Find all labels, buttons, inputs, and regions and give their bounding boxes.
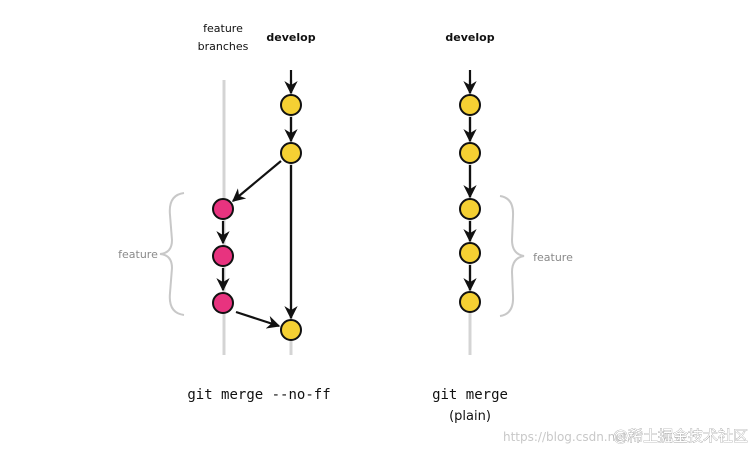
no-ff-command-label: git merge --no-ff xyxy=(187,387,330,403)
develop-commit-right-3 xyxy=(459,198,481,220)
develop-header-left: develop xyxy=(266,31,315,44)
feature-commit-3 xyxy=(212,292,234,314)
feature-branches-header-line2: branches xyxy=(198,40,249,53)
feature-brace-label-right: feature xyxy=(533,251,573,264)
develop-commit-left-1 xyxy=(280,94,302,116)
develop-commit-right-2 xyxy=(459,142,481,164)
develop-header-right: develop xyxy=(445,31,494,44)
develop-commit-right-4 xyxy=(459,242,481,264)
plain-merge-panel: develop feature git merge (plain) xyxy=(432,31,573,424)
feature-commit-1 xyxy=(212,198,234,220)
develop-commit-right-1 xyxy=(459,94,481,116)
watermark-brand: @稀土掘金技术社区 xyxy=(613,427,748,445)
merge-arrow xyxy=(235,310,281,329)
feature-commit-2 xyxy=(212,245,234,267)
feature-brace-right xyxy=(499,195,525,317)
branch-off-arrow xyxy=(231,160,282,202)
develop-commit-right-5 xyxy=(459,291,481,313)
feature-brace-left xyxy=(159,192,185,316)
plain-command-label: git merge xyxy=(432,387,508,403)
feature-branches-header-line1: feature xyxy=(203,22,243,35)
no-ff-merge-panel: feature branches develop feature git mer… xyxy=(118,22,331,403)
develop-commit-left-2 xyxy=(280,142,302,164)
merge-commit xyxy=(280,319,302,341)
feature-brace-label-left: feature xyxy=(118,248,158,261)
watermark-url: https://blog.csdn.net/ xyxy=(503,430,632,444)
plain-command-sub: (plain) xyxy=(449,409,491,424)
